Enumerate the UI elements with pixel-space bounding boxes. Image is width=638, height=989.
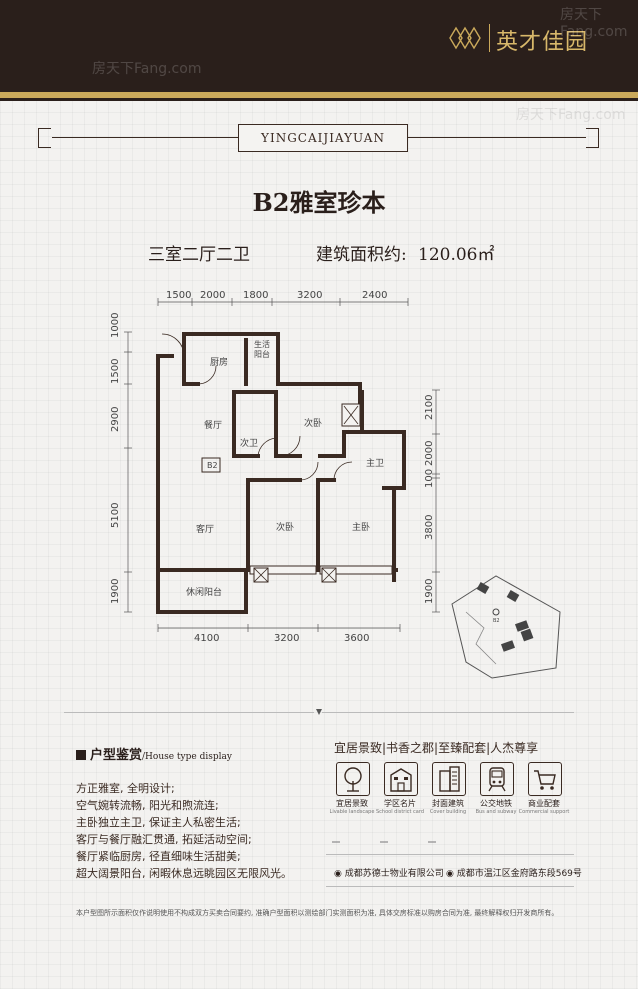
dim-top: 1800 xyxy=(243,290,269,301)
header-gold-stripe xyxy=(0,92,638,98)
site-plan: B2 xyxy=(451,575,561,679)
company-address: ◉ 成都市温江区金府路东段569号 xyxy=(446,869,582,879)
footer-disclaimer: 本户型图所示面积仅作说明使用不构成双方买卖合同要约, 准确户型面积以测绘部门实测… xyxy=(76,909,559,917)
divider-arrow xyxy=(316,709,322,715)
school-icon xyxy=(384,762,418,796)
amenities-row: 宜居景致 Livable landscape 学区名片 School distr… xyxy=(330,762,572,822)
cart-icon xyxy=(528,762,562,796)
dim-bottom: 3200 xyxy=(274,633,300,644)
unit-layout: 三室二厅二卫 xyxy=(148,245,250,265)
room-utility-balcony: 生活阳台 xyxy=(254,340,270,359)
watermark: 房天下Fang.com xyxy=(560,7,628,40)
amenities-tagline: 宜居景致|书香之郡|至臻配套|人杰尊享 xyxy=(334,741,539,755)
property-company: ◉ 成都苏德士物业有限公司 xyxy=(334,869,444,879)
dim-bottom: 3600 xyxy=(344,633,370,644)
pinyin-title: YINGCAIJIAYUAN xyxy=(238,124,408,152)
feature-line: 客厅与餐厅融汇贯通, 拓延活动空间; xyxy=(76,833,252,846)
svg-text:B2: B2 xyxy=(493,618,500,624)
amenity-item: 学区名片 School district card xyxy=(376,762,424,816)
feature-line: 超大阔景阳台, 闲暇休息远眺园区无限风光。 xyxy=(76,867,292,880)
building-icon xyxy=(432,762,466,796)
room-living: 客厅 xyxy=(196,525,215,535)
brand-name: 英才佳园 xyxy=(496,30,589,55)
company-divider xyxy=(326,886,574,887)
amenity-item: 公交地铁 Bus and subway xyxy=(476,762,516,816)
amenity-item: 封面建筑 Cover building xyxy=(428,762,468,816)
company-divider xyxy=(326,854,574,855)
room-master-bath: 主卫 xyxy=(366,459,385,469)
room-second-bedroom-bottom: 次卧 xyxy=(276,523,295,533)
header-bar: 英才佳园 房天下Fang.com 房天下Fang.com xyxy=(0,0,638,101)
right-bracket xyxy=(586,128,599,148)
dim-top: 1500 xyxy=(166,290,192,301)
room-leisure-balcony: 休闲阳台 xyxy=(186,588,223,598)
left-bracket xyxy=(38,128,51,148)
features-title: 户型鉴赏/House type display xyxy=(76,744,232,763)
feature-line: 方正雅室, 全明设计; xyxy=(76,782,175,795)
dim-top: 2000 xyxy=(200,290,226,301)
room-second-bath: 次卫 xyxy=(240,439,259,449)
unit-area-value: 120.06㎡ xyxy=(418,245,495,265)
dash-decoration xyxy=(332,841,436,843)
band-line-left xyxy=(52,137,238,138)
header-dark-stripe xyxy=(0,98,638,101)
room-second-bedroom-top: 次卧 xyxy=(304,419,323,429)
feature-line: 空气婉转流畅, 阳光和煦流连; xyxy=(76,799,219,812)
unit-area-label: 建筑面积约: xyxy=(316,245,407,265)
section-divider xyxy=(64,712,314,713)
feature-line: 主卧独立主卫, 保证主人私密生活; xyxy=(76,816,241,829)
floor-plan xyxy=(124,298,440,632)
plan-tag: B2 xyxy=(207,461,218,470)
brand-logo-icon xyxy=(449,26,481,50)
room-dining: 餐厅 xyxy=(204,421,223,431)
section-divider xyxy=(322,712,574,713)
pinyin-band: YINGCAIJIAYUAN xyxy=(38,124,600,152)
logo-separator xyxy=(489,24,490,52)
dim-bottom: 4100 xyxy=(194,633,220,644)
subway-icon xyxy=(480,762,514,796)
dim-top: 3200 xyxy=(297,290,323,301)
amenity-item: 商业配套 Commercial support xyxy=(519,762,569,816)
watermark: 房天下Fang.com xyxy=(92,61,202,77)
tree-icon xyxy=(336,762,370,796)
unit-title: B2雅室珍本 xyxy=(252,188,386,217)
feature-line: 餐厅紧临厨房, 径直细味生活甜美; xyxy=(76,850,241,863)
amenity-item: 宜居景致 Livable landscape xyxy=(330,762,374,816)
room-master-bedroom: 主卧 xyxy=(352,523,371,533)
band-line-right xyxy=(408,137,586,138)
dim-top: 2400 xyxy=(362,290,388,301)
watermark: 房天下Fang.com xyxy=(516,107,626,123)
room-kitchen: 厨房 xyxy=(210,358,229,368)
